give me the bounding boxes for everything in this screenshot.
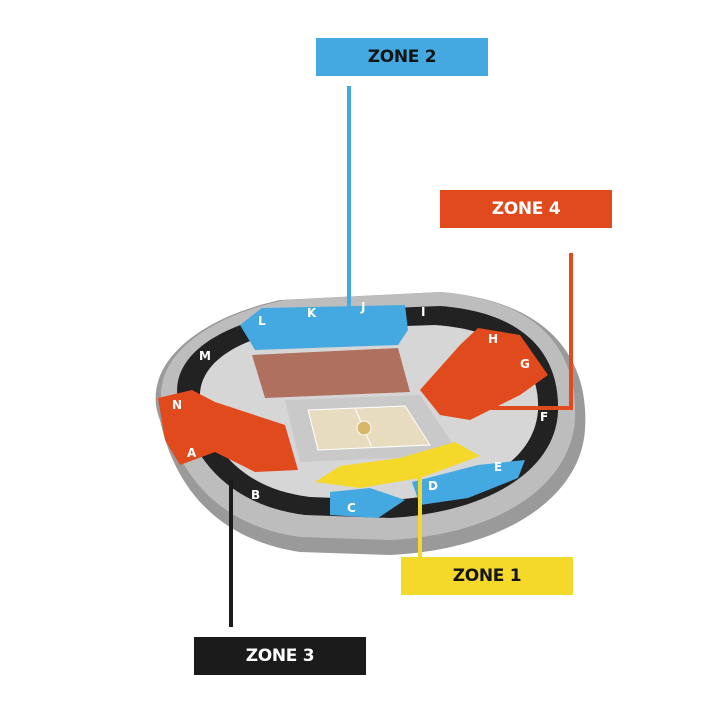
zone4-sections-left[interactable]	[158, 390, 298, 472]
section-letter-h: H	[488, 332, 498, 346]
section-letter-k: K	[307, 306, 317, 320]
section-letter-m: M	[199, 349, 211, 363]
section-letter-b: B	[251, 488, 260, 502]
section-letter-n: N	[172, 398, 182, 412]
section-letter-i: I	[421, 305, 425, 319]
section-letter-a: A	[187, 446, 197, 460]
section-letter-c: C	[347, 501, 356, 515]
section-letter-f: F	[540, 410, 548, 424]
courtside-seats-top	[252, 348, 410, 398]
court-center-circle	[356, 420, 372, 436]
zone2-sections-bottom-de[interactable]	[412, 460, 525, 505]
section-letter-j: J	[360, 300, 365, 314]
zone-4-label[interactable]: ZONE 4	[440, 190, 612, 228]
zone-3-label[interactable]: ZONE 3	[194, 637, 366, 675]
zone2-sections-top[interactable]	[240, 305, 408, 350]
zone2-sections-bottom-c[interactable]	[330, 488, 405, 518]
section-letter-d: D	[428, 479, 438, 493]
zone-1-label[interactable]: ZONE 1	[401, 557, 573, 595]
section-letter-g: G	[520, 357, 530, 371]
zone4-sections-right[interactable]	[420, 328, 548, 420]
section-letter-e: E	[494, 460, 502, 474]
zone-2-label[interactable]: ZONE 2	[316, 38, 488, 76]
zone1-courtside-seats[interactable]	[315, 442, 480, 488]
section-letter-l: L	[258, 314, 266, 328]
